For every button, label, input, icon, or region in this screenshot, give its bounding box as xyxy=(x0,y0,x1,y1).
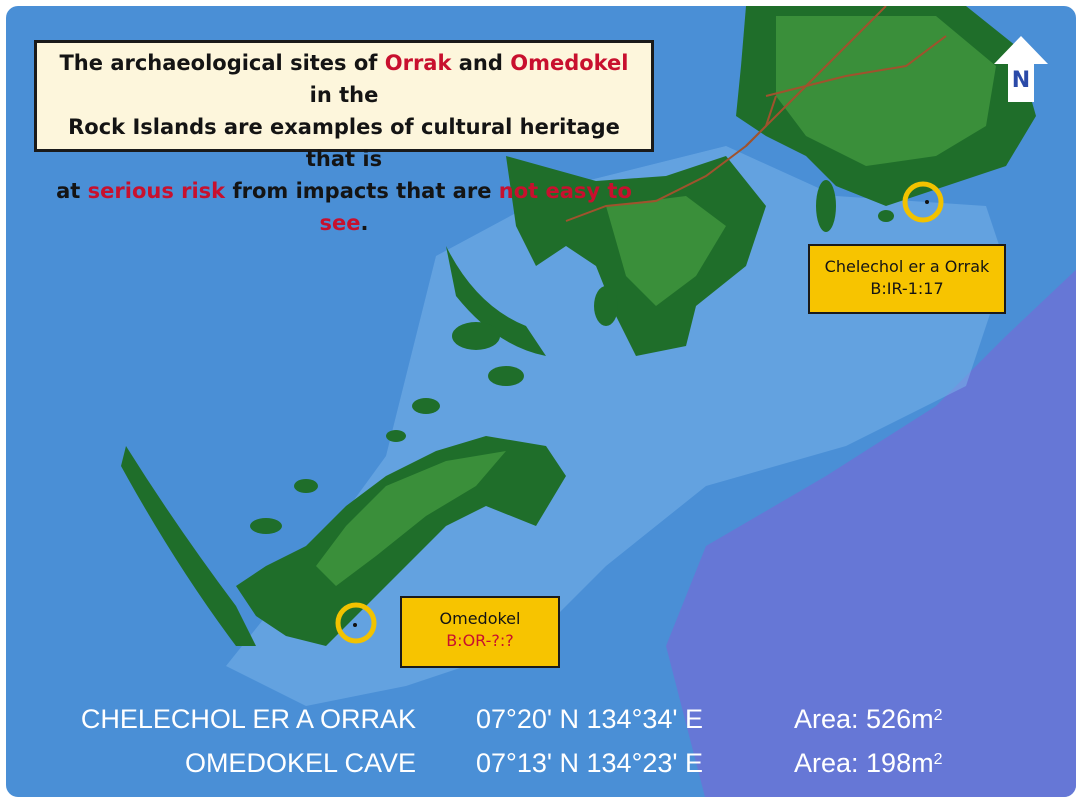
info-row-orrak: CHELECHOL ER A ORRAK 07°20' N 134°34' E … xyxy=(6,704,1076,740)
site-name: Chelechol er a Orrak xyxy=(824,257,990,276)
map-frame: The archaeological sites of Orrak and Om… xyxy=(4,4,1078,799)
headline-callout: The archaeological sites of Orrak and Om… xyxy=(34,40,654,235)
islet xyxy=(816,180,836,232)
road xyxy=(765,35,947,97)
site-coordinates: 07°20' N 134°34' E xyxy=(476,704,704,734)
site-marker-orrak-dot xyxy=(925,200,929,204)
deep-ocean xyxy=(666,269,1076,797)
area-value: Area: 198m xyxy=(794,748,934,778)
islet xyxy=(386,430,406,442)
site-label-orrak: Chelechol er a Orrak B:IR-1:17 xyxy=(808,244,1006,314)
road xyxy=(745,95,777,147)
islet xyxy=(594,286,618,326)
islet xyxy=(412,398,440,414)
islet xyxy=(452,322,500,350)
area-unit-exponent: 2 xyxy=(933,707,943,724)
callout-text: The archaeological sites of xyxy=(59,51,385,75)
islet-arc xyxy=(446,246,546,356)
site-marker-orrak xyxy=(902,181,944,223)
site-code: B:OR-?:? xyxy=(446,631,514,650)
central-island-highlight xyxy=(606,196,726,306)
islet-west xyxy=(121,446,256,646)
callout-text: in the xyxy=(309,83,379,107)
north-arrow-icon xyxy=(994,36,1048,102)
site-marker-omedokel-dot xyxy=(353,623,357,627)
main-island-highlight xyxy=(776,16,996,166)
north-letter: N xyxy=(1011,68,1031,93)
site-area: Area: 198m2 xyxy=(794,748,942,779)
island-chain-highlight xyxy=(316,451,506,586)
island-chain xyxy=(236,436,566,646)
callout-not-easy-to-see: not easy to see xyxy=(319,179,632,235)
site-name: Omedokel xyxy=(439,609,521,628)
islet xyxy=(488,366,524,386)
info-row-omedokel: OMEDOKEL CAVE 07°13' N 134°23' E Area: 1… xyxy=(6,748,1076,784)
site-label-omedokel: Omedokel B:OR-?:? xyxy=(400,596,560,668)
callout-omedokel: Omedokel xyxy=(510,51,629,75)
callout-serious-risk: serious risk xyxy=(87,179,226,203)
callout-orrak: Orrak xyxy=(384,51,452,75)
callout-line-2: Rock Islands are examples of cultural he… xyxy=(68,115,620,171)
islet xyxy=(250,518,282,534)
callout-text: at xyxy=(56,179,88,203)
islet xyxy=(294,479,318,493)
site-code: B:IR-1:17 xyxy=(870,279,944,298)
site-area: Area: 526m2 xyxy=(794,704,942,735)
callout-text: . xyxy=(360,211,369,235)
site-marker-omedokel xyxy=(335,602,377,644)
site-full-name: CHELECHOL ER A ORRAK xyxy=(80,704,416,734)
north-arrow: N xyxy=(992,34,1050,104)
area-value: Area: 526m xyxy=(794,704,934,734)
area-unit-exponent: 2 xyxy=(933,751,943,768)
callout-text: and xyxy=(451,51,511,75)
islet xyxy=(878,210,894,222)
callout-text: from impacts that are xyxy=(225,179,499,203)
site-coordinates: 07°13' N 134°23' E xyxy=(476,748,704,778)
site-full-name: OMEDOKEL CAVE xyxy=(184,748,416,778)
